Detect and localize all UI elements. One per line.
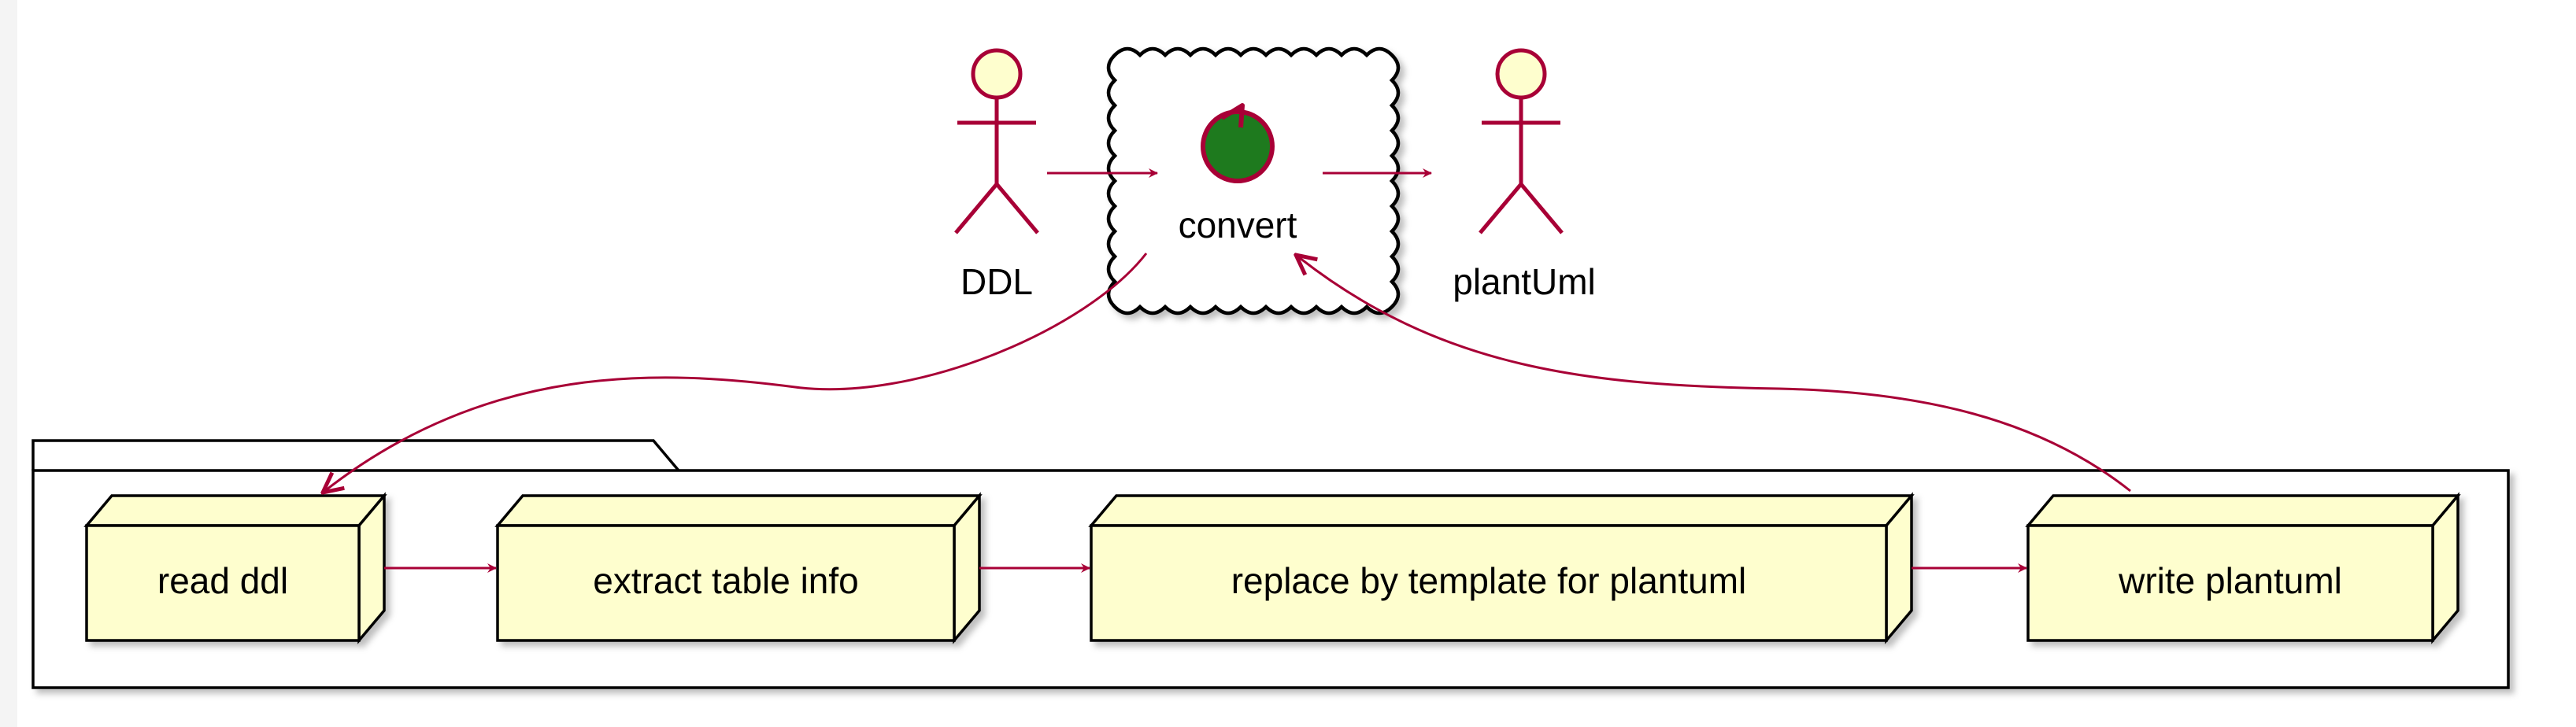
step-node-replace-by-template — [1088, 492, 1915, 644]
control-circle-icon — [1201, 103, 1275, 183]
step-label-write-plantuml: write plantuml — [2118, 560, 2342, 601]
actor-plantuml-icon — [1479, 48, 1564, 234]
actor-label-plantuml: plantUml — [1453, 261, 1596, 302]
arrow-write-plantuml-to-convert — [1296, 255, 2131, 493]
arrow-convert-to-read-ddl — [323, 253, 1148, 493]
canvas-edge — [0, 0, 17, 727]
step-label-replace-by-template: replace by template for plantuml — [1231, 560, 1747, 601]
cloud-boundary — [1106, 46, 1401, 316]
actor-label-ddl: DDL — [960, 261, 1033, 302]
actor-ddl-icon — [954, 48, 1039, 234]
step-node-extract-table-info — [494, 492, 983, 644]
step-node-read-ddl — [83, 492, 387, 644]
control-label: convert — [1179, 205, 1297, 245]
step-label-read-ddl: read ddl — [157, 560, 288, 601]
step-label-extract-table-info: extract table info — [593, 560, 859, 601]
step-node-write-plantuml — [2025, 492, 2461, 644]
